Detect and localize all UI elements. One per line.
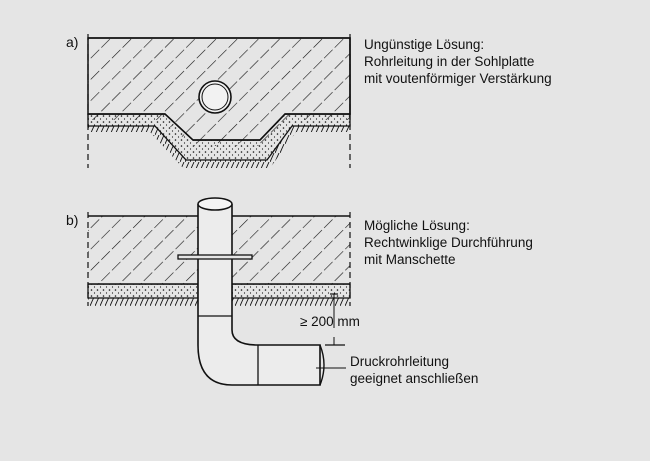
panel-b-soil — [88, 298, 350, 306]
panel-a-tag: a) — [66, 34, 79, 50]
panel-b-drawing — [87, 197, 351, 386]
panel-a-caption-line-1: Ungünstige Lösung: — [364, 37, 485, 52]
panel-a-caption-line-3: mit voutenförmiger Verstärkung — [364, 71, 552, 86]
panel-b-dimension-label: ≥ 200 mm — [300, 314, 360, 329]
panel-b-pipe-note-line-2: geeignet anschließen — [350, 371, 479, 386]
panel-a-pipe-section — [198, 80, 232, 114]
panel-b-pipe-note-line-1: Druckrohrleitung — [350, 354, 450, 369]
panel-b-caption-line-1: Mögliche Lösung: — [364, 218, 470, 233]
panel-a-caption-line-2: Rohrleitung in der Sohlplatte — [364, 54, 535, 69]
panel-b-caption-line-3: mit Manschette — [364, 252, 456, 267]
panel-b-dimension — [325, 293, 345, 346]
panel-a-drawing — [87, 34, 351, 168]
panel-b-pipe — [197, 197, 325, 386]
panel-b-caption-line-2: Rechtwinklige Durchführung — [364, 235, 533, 250]
panel-b-tag: b) — [66, 212, 79, 228]
panel-b-collar — [177, 254, 253, 260]
